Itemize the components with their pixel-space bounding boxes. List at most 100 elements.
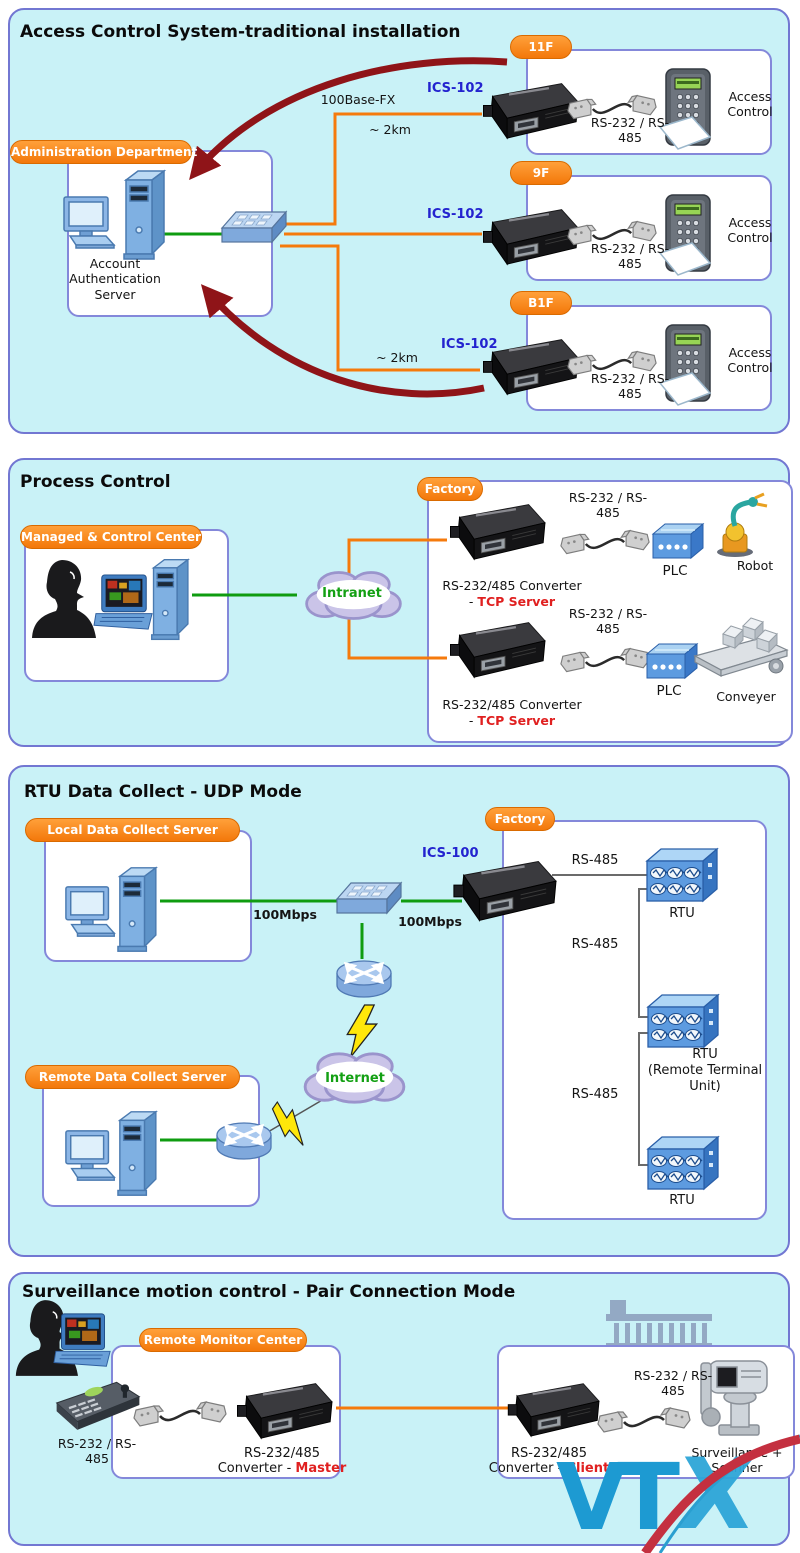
client-caption-line2: Converter - Client — [464, 1461, 634, 1477]
tcp-server-caption-row1: - TCP Server — [434, 594, 590, 609]
laptop-icon — [53, 1313, 111, 1367]
operator-person-icon — [31, 559, 97, 639]
serial-cable-icon — [132, 1400, 228, 1428]
floor-badge-9f: 9F — [510, 161, 572, 185]
server-icon — [151, 559, 189, 641]
model-label-ics102-2: ICS-102 — [427, 207, 484, 222]
vtx-watermark-logo: VT X — [550, 1426, 800, 1553]
speed-label-left: 100Mbps — [253, 907, 317, 922]
rtu2-line1: RTU — [692, 1047, 718, 1062]
internet-label: Internet — [325, 1071, 385, 1086]
factory-badge: Factory — [485, 807, 555, 831]
tcp-server-mode: TCP Server — [477, 713, 556, 728]
local-server-badge: Local Data Collect Server — [25, 818, 240, 842]
panel-process-control: Process Control Managed & Control Center… — [8, 458, 793, 747]
panel-surveillance: Surveillance motion control - Pair Conne… — [8, 1272, 795, 1546]
right-serial-label: RS-232 / RS-485 — [633, 1368, 713, 1399]
vtx-swoosh-icon — [641, 1434, 800, 1553]
admin-department-badge: Administration Department — [10, 140, 197, 164]
plc-label-row2: PLC — [656, 683, 682, 699]
speed-label-right: 100Mbps — [398, 914, 462, 929]
plc-icon — [652, 523, 704, 559]
distance-label-bottom: ~ 2km — [376, 350, 418, 365]
fiber-label: 100Base-FX — [320, 92, 396, 107]
switch-icon — [221, 211, 287, 243]
access-control-label-9f: Access Control — [727, 215, 773, 246]
robot-icon — [698, 494, 770, 558]
master-mode: Master — [295, 1461, 347, 1476]
computer-icon — [63, 196, 115, 249]
serial-cable-icon — [559, 529, 651, 555]
client-mode: Client — [566, 1461, 610, 1476]
monitor-center-badge: Remote Monitor Center — [139, 1328, 307, 1352]
control-keyboard-icon — [55, 1381, 141, 1431]
conveyer-icon — [694, 617, 788, 677]
panel2-title: Process Control — [20, 472, 171, 492]
converter-caption-row2: RS-232/485 Converter — [442, 697, 582, 712]
rtu-label-3: RTU — [669, 1193, 695, 1208]
serial-label-row1: RS-232 / RS-485 — [568, 490, 648, 521]
robot-label: Robot — [736, 558, 774, 573]
router-icon — [335, 959, 393, 999]
server-icon — [117, 867, 157, 952]
master-caption-line2: Converter - Master — [197, 1461, 367, 1477]
factory-badge: Factory — [417, 477, 483, 501]
converter-icon — [482, 82, 580, 140]
remote-server-badge: Remote Data Collect Server — [25, 1065, 240, 1089]
serial-label-row2: RS-232 / RS-485 — [568, 606, 648, 637]
left-serial-label: RS-232 / RS-485 — [57, 1436, 137, 1467]
mode-dash: - — [468, 713, 474, 728]
rtu-icon — [647, 1136, 719, 1190]
server-icon — [123, 170, 165, 260]
converter-caption-row1: RS-232/485 Converter — [442, 578, 582, 593]
rs485-label-2: RS-485 — [571, 937, 619, 952]
server-icon — [117, 1111, 157, 1196]
distance-label-top: ~ 2km — [369, 122, 411, 137]
floor-badge-11f: 11F — [510, 35, 572, 59]
rtu-label-1: RTU — [669, 906, 695, 921]
access-control-label-b1f: Access Control — [727, 345, 773, 376]
rs485-label-3: RS-485 — [571, 1087, 619, 1102]
model-label-ics102-1: ICS-102 — [427, 81, 484, 96]
conveyer-label: Conveyer — [716, 689, 776, 704]
access-control-label-11f: Access Control — [727, 89, 773, 120]
panel-rtu-data-collect: RTU Data Collect - UDP Mode Local Data C… — [8, 765, 790, 1257]
master-caption-line1: RS-232/485 — [244, 1446, 320, 1461]
rtu2-line2: (Remote Terminal — [647, 1062, 763, 1078]
converter-master-icon — [236, 1382, 334, 1440]
control-center-badge: Managed & Control Center — [20, 525, 202, 549]
rtu2-line3: Unit) — [689, 1078, 721, 1094]
rtu-icon — [646, 848, 718, 902]
rtu-label-2: RTU (Remote Terminal Unit) — [625, 1047, 785, 1095]
rtu-icon — [647, 994, 719, 1048]
panel3-title: RTU Data Collect - UDP Mode — [24, 782, 302, 802]
converter-icon — [482, 208, 580, 266]
serial-label-b1f: RS-232 / RS-485 — [590, 371, 670, 402]
client-caption-line1: RS-232/485 — [511, 1446, 587, 1461]
redirect-arrow-top — [189, 57, 508, 180]
panel-access-control: Access Control System-traditional instal… — [8, 8, 790, 434]
mode-dash: - — [468, 594, 474, 609]
panel4-title: Surveillance motion control - Pair Conne… — [22, 1282, 516, 1302]
model-label-ics102-3: ICS-102 — [441, 337, 498, 352]
converter-prefix: Converter - — [488, 1461, 567, 1476]
panel1-wires — [162, 57, 508, 398]
plc-label-row1: PLC — [662, 563, 688, 579]
floor-badge-b1f: B1F — [510, 291, 572, 315]
redirect-arrow-bottom — [200, 284, 485, 398]
serial-cable-icon — [559, 647, 651, 673]
converter-icon — [449, 621, 547, 679]
rs485-label-1: RS-485 — [571, 853, 619, 868]
panel4-wires — [336, 1406, 516, 1410]
tcp-server-mode: TCP Server — [477, 594, 556, 609]
serial-label-9f: RS-232 / RS-485 — [590, 241, 670, 272]
model-label-ics100: ICS-100 — [422, 846, 479, 861]
intranet-label: Intranet — [322, 586, 382, 601]
auth-server-caption: Account Authentication Server — [69, 256, 161, 302]
serial-label-11f: RS-232 / RS-485 — [590, 115, 670, 146]
converter-icon — [449, 503, 547, 561]
tcp-server-caption-row2: - TCP Server — [434, 713, 590, 728]
plc-icon — [646, 643, 698, 679]
converter-prefix: Converter - — [217, 1461, 296, 1476]
